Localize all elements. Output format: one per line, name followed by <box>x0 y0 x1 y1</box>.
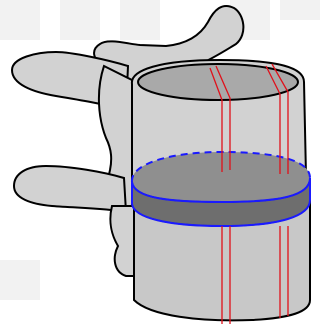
lower-articular-column <box>110 206 134 276</box>
